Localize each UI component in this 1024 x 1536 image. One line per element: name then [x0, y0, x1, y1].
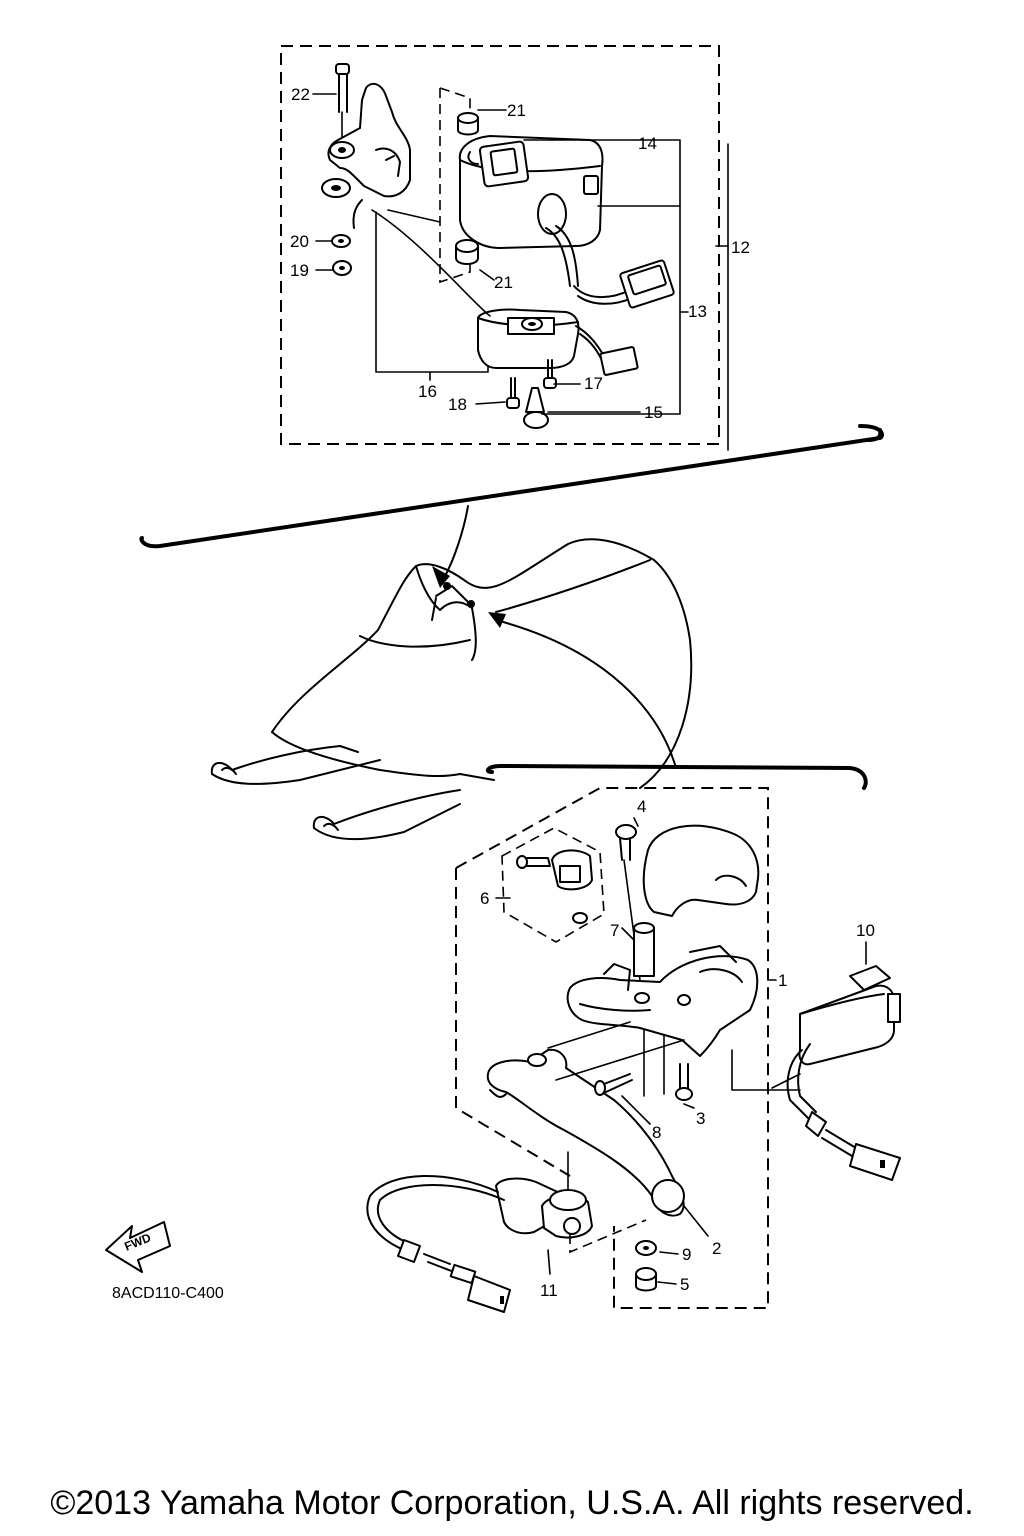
callout-15: 15 — [644, 403, 663, 422]
bottom-assembly — [366, 787, 901, 1313]
top-assembly-frame — [280, 45, 720, 445]
callout-3: 3 — [696, 1109, 706, 1128]
callout-7: 7 — [610, 921, 620, 940]
screw-4 — [615, 824, 637, 861]
callout-2: 2 — [712, 1239, 722, 1258]
callout-17: 17 — [584, 374, 603, 393]
callout-4: 4 — [637, 797, 647, 816]
callout-8: 8 — [652, 1123, 662, 1142]
screw-17 — [543, 359, 557, 389]
callout-5: 5 — [680, 1275, 690, 1294]
grommet-21-bottom — [455, 239, 479, 265]
throttle-switch-11 — [366, 1174, 593, 1313]
callout-12: 12 — [731, 238, 750, 257]
mount-bracket — [321, 82, 411, 229]
forward-arrow-icon — [105, 1221, 171, 1273]
switch-10 — [786, 965, 901, 1181]
callout-14: 14 — [638, 134, 657, 153]
bolt-22 — [335, 63, 350, 141]
screw-18 — [506, 377, 520, 409]
switch-base-16 — [477, 308, 639, 376]
switch-housing-14 — [458, 135, 675, 309]
callout-19: 19 — [290, 261, 309, 280]
callout-18: 18 — [448, 395, 467, 414]
callout-21-bottom: 21 — [494, 273, 513, 292]
callout-21-top: 21 — [507, 101, 526, 120]
callout-13: 13 — [688, 302, 707, 321]
snowmobile-outline — [139, 424, 884, 840]
copyright-notice: ©2013 Yamaha Motor Corporation, U.S.A. A… — [50, 1484, 974, 1522]
callout-1: 1 — [778, 971, 788, 990]
screw-3 — [675, 1063, 693, 1101]
top-assembly — [280, 45, 729, 451]
screw-8 — [594, 1073, 633, 1096]
grommet-21-top — [457, 112, 479, 136]
diagram-code: 8ACD110-C400 — [112, 1285, 224, 1302]
callout-9: 9 — [682, 1245, 692, 1264]
adjuster-6 — [516, 849, 593, 924]
rivet-15 — [523, 387, 549, 429]
callout-16: 16 — [418, 382, 437, 401]
callout-22: 22 — [291, 85, 310, 104]
callout-20: 20 — [290, 232, 309, 251]
callout-6: 6 — [480, 889, 490, 908]
callout-11: 11 — [540, 1281, 558, 1300]
callout-10: 10 — [856, 921, 875, 940]
